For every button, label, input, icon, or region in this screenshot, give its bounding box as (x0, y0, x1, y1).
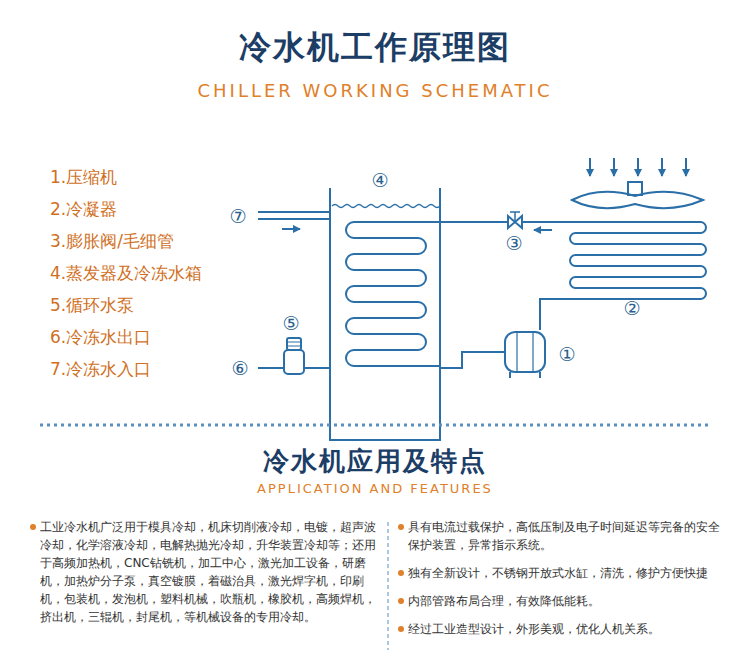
pump-motor (287, 338, 301, 350)
feature-text: 独有全新设计，不锈钢开放式水缸，清洗，修护方便快捷 (408, 564, 730, 582)
water-surface (332, 205, 440, 208)
feature-text: 内部管路布局合理，有效降低能耗。 (408, 592, 730, 610)
section-title: 冷水机应用及特点 (0, 444, 750, 479)
bullet-dot (30, 524, 36, 530)
bullet-dot (398, 524, 404, 530)
valve-stem (510, 212, 520, 222)
compressor-feet (510, 372, 540, 378)
part-list-item: 1.压缩机 (50, 166, 117, 189)
callout-number: ⑦ (223, 204, 253, 228)
pump-fins (287, 342, 301, 346)
refrigerant-pipe (440, 221, 570, 223)
column-divider (388, 522, 389, 650)
feature-text: 经过工业造型设计，外形美观，优化人机关系。 (408, 620, 730, 638)
feature-text: 具有电流过载保护，高低压制及电子时间延迟等完备的安全保护装置，异常指示系统。 (408, 518, 730, 554)
part-list-item: 6.冷冻水出口 (50, 326, 151, 349)
inlet-pipe (258, 212, 330, 219)
subtitle: CHILLER WORKING SCHEMATIC (0, 80, 750, 101)
main-title: 冷水机工作原理图 (0, 26, 750, 70)
flow-arrow (282, 228, 300, 230)
compressor-band (517, 332, 533, 372)
part-list-item: 4.蒸发器及冷冻水箱 (50, 262, 202, 285)
callout-number: ⑤ (276, 311, 306, 335)
evaporator-coil (346, 222, 440, 366)
condenser-coil (570, 222, 706, 299)
callout-number: ① (552, 342, 582, 366)
airflow-arrows (590, 158, 686, 176)
bullet-dot (398, 570, 404, 576)
callout-number: ② (617, 296, 647, 320)
discharge-pipe (540, 299, 570, 330)
part-list-item: 3.膨胀阀/毛细管 (50, 230, 174, 253)
part-list-item: 7.冷冻水入口 (50, 358, 151, 381)
fan-motor (628, 182, 642, 195)
dotted-separator (40, 424, 710, 427)
callout-number: ③ (499, 231, 529, 255)
outlet-pipe (258, 367, 330, 369)
bullet-dot (398, 598, 404, 604)
water-tank (330, 188, 440, 440)
callout-number: ④ (365, 168, 395, 192)
callout-number: ⑥ (225, 356, 255, 380)
section-subtitle: APPLICATION AND FEATURES (0, 481, 750, 496)
compressor (505, 332, 545, 372)
part-list-item: 2.冷凝器 (50, 198, 117, 221)
suction-pipe (440, 352, 505, 368)
flow-arrow (534, 229, 552, 231)
bullet-dot (398, 626, 404, 632)
part-list-item: 5.循环水泵 (50, 294, 134, 317)
application-text: 工业冷水机广泛用于模具冷却，机床切削液冷却，电镀，超声波冷却，化学溶液冷却，电解… (40, 518, 380, 626)
pump-body (284, 350, 304, 374)
